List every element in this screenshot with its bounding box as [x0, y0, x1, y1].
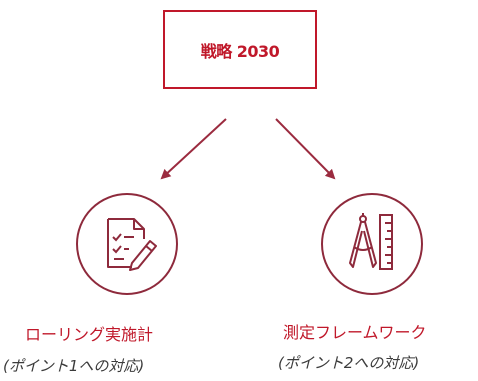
root-node-title: 戦略 2030	[200, 41, 280, 61]
root-node-box: 戦略 2030	[163, 10, 317, 89]
arrow-to-right-node	[275, 118, 336, 180]
left-node-sublabel: (ポイント1への対応)	[3, 357, 145, 375]
right-node-label: 測定フレームワーク	[283, 323, 427, 342]
right-node-sublabel: (ポイント2への対応)	[278, 354, 420, 372]
checklist-pencil-icon	[76, 193, 178, 295]
left-node-label: ローリング実施計	[25, 325, 154, 344]
compass-ruler-icon	[321, 193, 423, 295]
arrow-to-left-node	[160, 118, 227, 180]
